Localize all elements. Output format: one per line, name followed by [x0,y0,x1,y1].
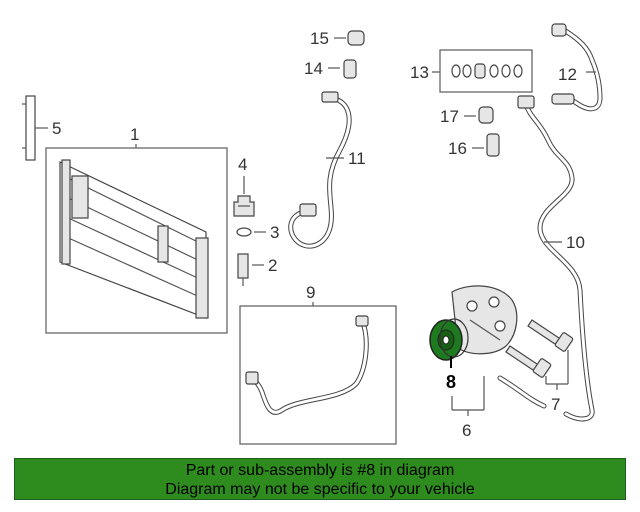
callout-16: 16 [448,139,467,158]
callout-9: 9 [306,283,315,302]
ac-system-diagram: 5 1 4 3 2 15 14 [22,23,603,445]
callout-3: 3 [270,223,279,242]
part-7-bolts[interactable] [497,319,574,409]
part-9-pipe[interactable] [239,305,397,445]
callout-5: 5 [52,119,61,138]
callout-12: 12 [558,65,577,84]
part-14-valve-core[interactable] [343,59,357,79]
footer-line-2: Diagram may not be specific to your vehi… [165,481,475,498]
callout-17: 17 [440,107,459,126]
callout-15: 15 [310,29,329,48]
part-17-cap[interactable] [478,106,494,124]
leader-7 [545,350,569,390]
callout-13: 13 [410,63,429,82]
part-13-seal-kit[interactable] [439,49,533,93]
callout-2: 2 [268,256,277,275]
callout-8: 8 [446,372,456,392]
part-12-hose[interactable] [551,23,603,112]
part-8-clutch[interactable] [429,318,469,361]
part-16-valve-core[interactable] [486,133,500,157]
part-3-o-ring[interactable] [236,227,252,237]
part-5-bracket[interactable] [22,95,48,161]
footer-banner: Part or sub-assembly is #8 in diagram Di… [14,458,626,500]
part-10-pipe[interactable] [517,95,595,422]
callout-4: 4 [238,155,247,174]
callout-14: 14 [304,59,323,78]
part-11-hose[interactable] [288,91,352,249]
callout-10: 10 [566,233,585,252]
callout-11: 11 [348,149,366,168]
part-2-valve[interactable] [237,253,249,286]
part-4-pressure-switch[interactable] [233,195,255,217]
callout-1: 1 [130,125,139,144]
part-15-cap[interactable] [347,30,365,46]
footer-line-1: Part or sub-assembly is #8 in diagram [185,462,455,479]
part-1-condenser[interactable] [45,147,228,334]
callout-6: 6 [462,421,471,440]
leader-6 [451,376,485,416]
callout-7: 7 [551,395,560,414]
